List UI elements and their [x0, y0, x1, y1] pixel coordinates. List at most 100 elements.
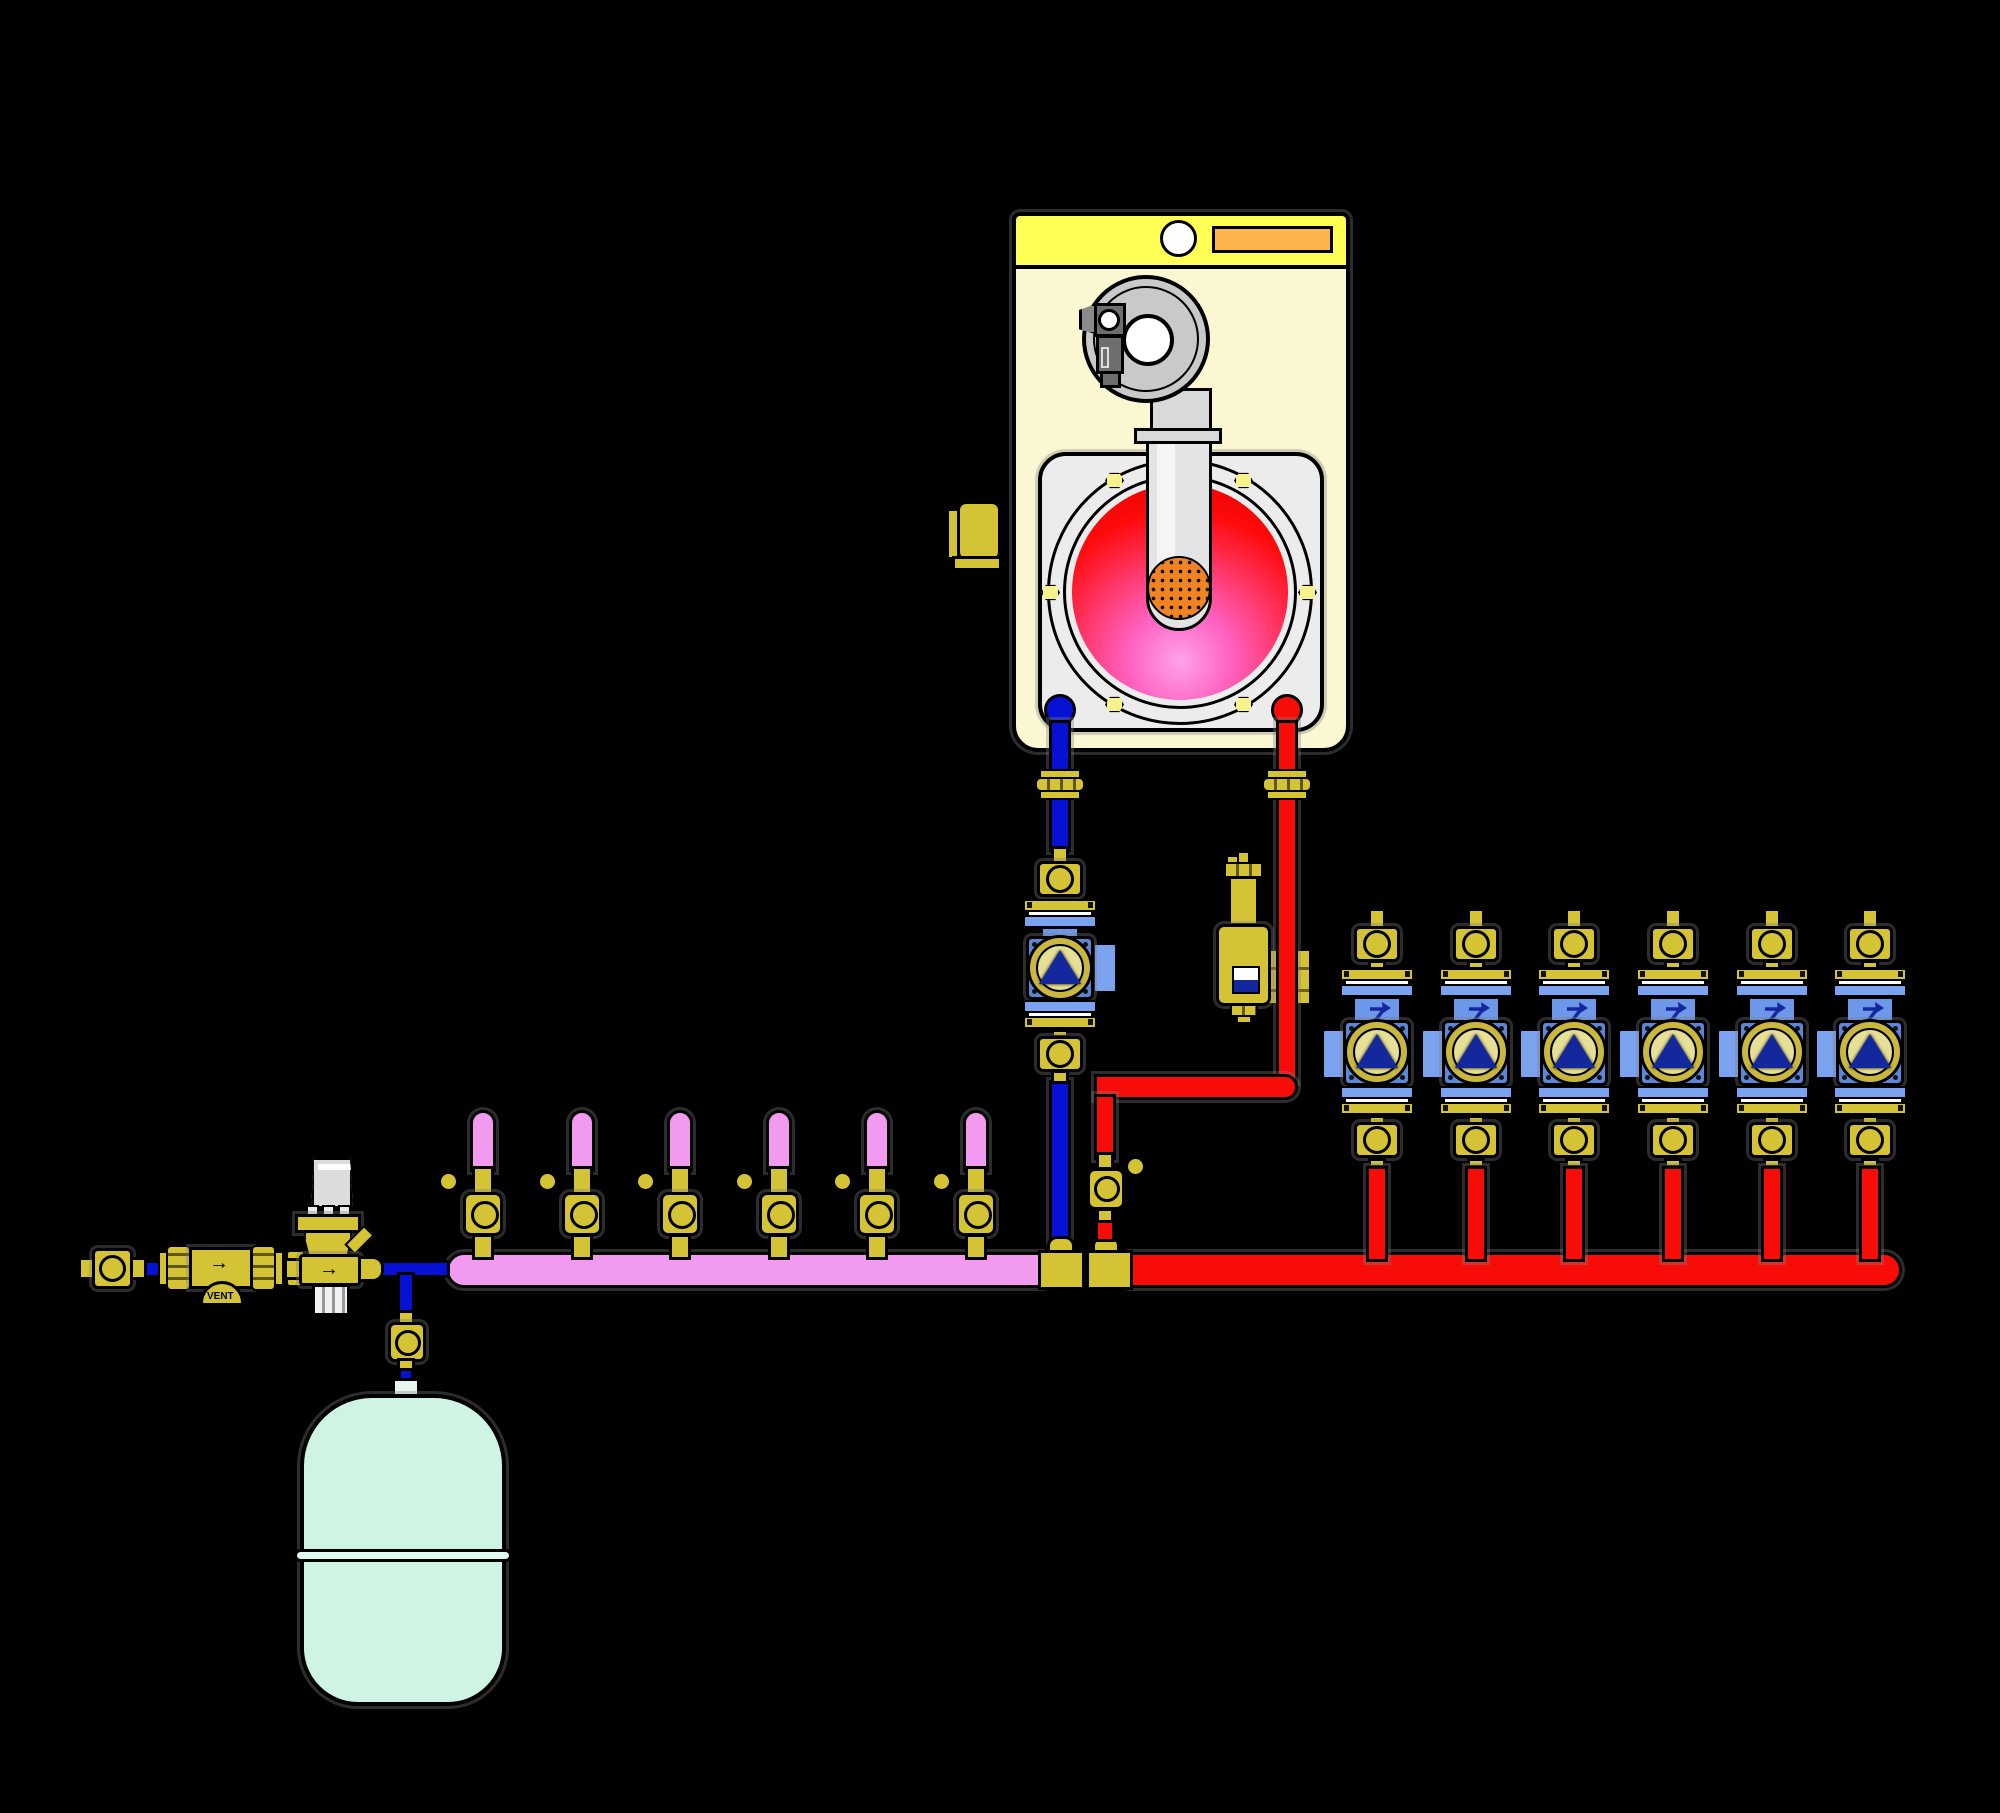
flow-arrow: → [319, 1258, 339, 1280]
pump-union [1453, 1122, 1499, 1158]
pump-flange-blue [1636, 1086, 1710, 1099]
flange-gasket [1839, 981, 1901, 984]
return-pipe [1049, 796, 1071, 852]
union-bore [1856, 1126, 1884, 1154]
union-bore [1758, 1126, 1786, 1154]
valve-stem [950, 1177, 958, 1186]
return-branch [827, 1105, 927, 1263]
union-bore [1363, 1126, 1391, 1154]
return-shutoff-valve [463, 1192, 503, 1236]
union-bore [1462, 930, 1490, 958]
flange-gasket [1741, 1099, 1803, 1102]
pump-union [1551, 1122, 1597, 1158]
pump-impeller-symbol [1455, 1034, 1497, 1068]
prv-body: → [299, 1254, 361, 1286]
flange-gasket [1839, 1099, 1901, 1102]
return-shutoff-valve [857, 1192, 897, 1236]
union-bore [1659, 1126, 1687, 1154]
pump-flange-brass [1439, 1102, 1513, 1115]
union-bore [1462, 1126, 1490, 1154]
pump-flange-brass [1833, 1102, 1907, 1115]
valve-stem [851, 1177, 859, 1186]
union-bore [1363, 930, 1391, 958]
zone-pump-group [1810, 905, 1930, 1267]
zone-pump-group [1613, 905, 1733, 1267]
supply-shutoff-valve [1087, 1168, 1125, 1210]
pump-motor-box [1814, 1028, 1840, 1080]
backflow-flange [274, 1251, 284, 1286]
flange-gasket [1642, 981, 1704, 984]
valve-stem [556, 1177, 564, 1186]
supply-branch-pipe [1465, 1166, 1487, 1262]
valve-neck [965, 1234, 987, 1260]
air-separator-label [1232, 966, 1260, 994]
flange-gasket [1741, 981, 1803, 984]
valve-stem [654, 1177, 662, 1186]
valve-ball [1094, 1176, 1120, 1202]
valve-knob [1126, 1157, 1145, 1176]
valve-neck [571, 1234, 593, 1260]
air-separator-drain-cap [1236, 1015, 1252, 1024]
prv-cartridge [312, 1284, 350, 1316]
burner-motor-sight [1098, 309, 1120, 331]
supply-branch-pipe [1662, 1166, 1684, 1262]
chamber-bolt [1298, 584, 1317, 601]
pump-flange-brass [1636, 968, 1710, 981]
valve-knob [636, 1172, 655, 1191]
return-branch [433, 1105, 533, 1263]
chamber-bolt [1234, 472, 1253, 489]
supply-branch-pipe [1761, 1166, 1783, 1262]
pump-motor-box [1716, 1028, 1742, 1080]
return-shutoff-valve [759, 1192, 799, 1236]
supply-pipe [1276, 720, 1298, 776]
prv-adjust-cap [311, 1157, 353, 1209]
pump-flange-brass [1023, 1016, 1097, 1029]
chamber-bolt [1105, 472, 1124, 489]
pipe-union [1266, 790, 1308, 800]
valve-knob [735, 1172, 754, 1191]
pump-union [1551, 926, 1597, 962]
pump-flange-brass [1340, 1102, 1414, 1115]
air-separator-neck [1228, 876, 1259, 926]
union-bore [1560, 1126, 1588, 1154]
chamber-bolt [1234, 696, 1253, 713]
zone-pump-group [1317, 905, 1437, 1267]
supply-branch-pipe [1366, 1166, 1388, 1262]
pump-union [1453, 926, 1499, 962]
return-branch-stub [766, 1110, 792, 1172]
pump-flange-brass [1636, 1102, 1710, 1115]
supply-pipe-stub [1095, 1220, 1115, 1242]
supply-branch-pipe [1859, 1166, 1881, 1262]
manifold-tee-block-return [1038, 1250, 1085, 1290]
union-bore [1560, 930, 1588, 958]
air-separator-drain [1230, 1004, 1258, 1017]
pump-impeller-symbol [1652, 1034, 1694, 1068]
flange-gasket [1543, 981, 1605, 984]
valve-neck [472, 1234, 494, 1260]
pump-flange-brass [1537, 1102, 1611, 1115]
fill-ball-valve [92, 1248, 133, 1289]
chamber-bolt [1041, 584, 1060, 601]
fill-valve-stub [130, 1257, 147, 1280]
valve-neck [768, 1234, 790, 1260]
tank-shutoff-valve [388, 1322, 426, 1362]
burner-motor-foot [1100, 371, 1121, 388]
valve-neck [669, 1234, 691, 1260]
flange-gasket [1029, 1013, 1091, 1016]
pump-flange-blue [1023, 1000, 1097, 1013]
boiler-side-elbow [957, 501, 1001, 561]
return-shutoff-valve [660, 1192, 700, 1236]
supply-elbow [1094, 1074, 1298, 1100]
flange-gasket [1029, 912, 1091, 915]
return-branch [630, 1105, 730, 1263]
pump-flange-blue [1735, 1086, 1809, 1099]
valve-ball [395, 1330, 421, 1356]
pump-flange-brass [1439, 968, 1513, 981]
chamber-bolt [1105, 696, 1124, 713]
zone-pump-group [1514, 905, 1634, 1267]
valve-ball [570, 1201, 598, 1229]
supply-pipe [1276, 796, 1298, 1083]
pump-flange-brass [1537, 968, 1611, 981]
pump-motor-box [1420, 1028, 1446, 1080]
union-bore [1046, 865, 1074, 893]
